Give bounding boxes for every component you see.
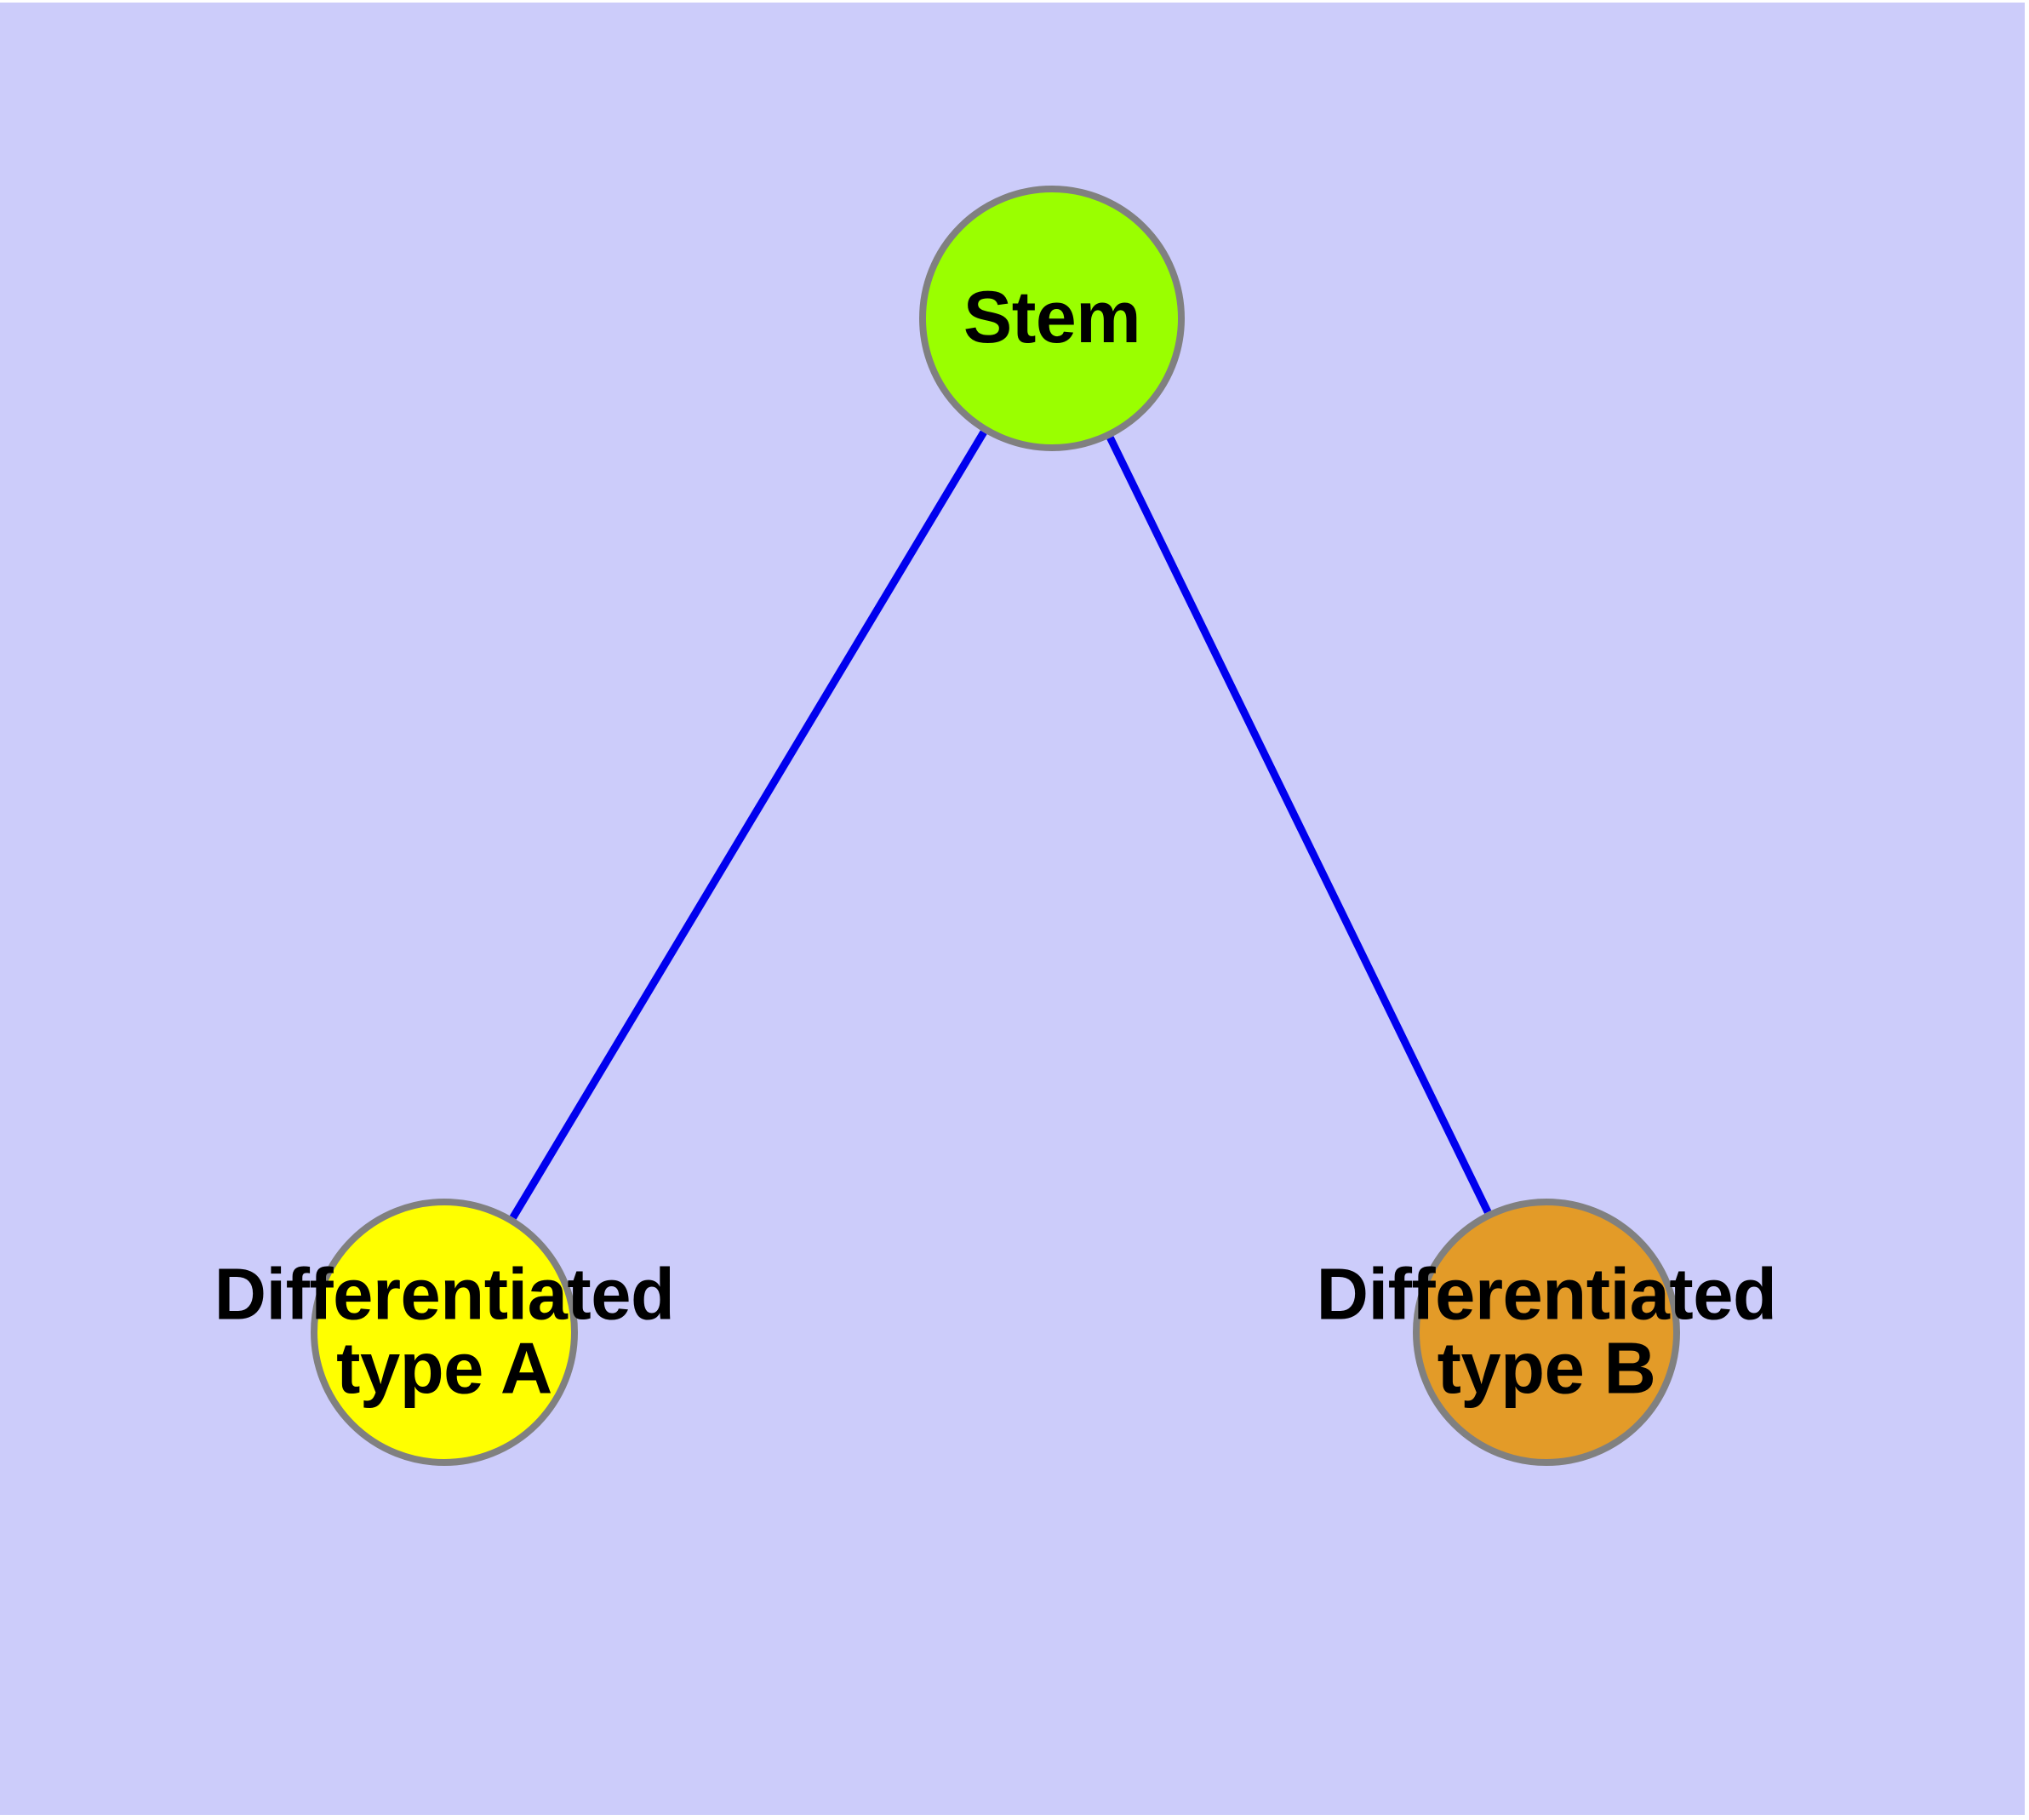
edge-stem-to-a[interactable] xyxy=(509,430,987,1220)
node-diff_a[interactable] xyxy=(311,1199,578,1466)
nodes-group xyxy=(311,186,1680,1466)
node-stem[interactable] xyxy=(919,186,1185,451)
edge-stem-to-b[interactable] xyxy=(1106,436,1492,1214)
node-diff_b[interactable] xyxy=(1413,1199,1680,1466)
edges-group xyxy=(509,430,1492,1220)
